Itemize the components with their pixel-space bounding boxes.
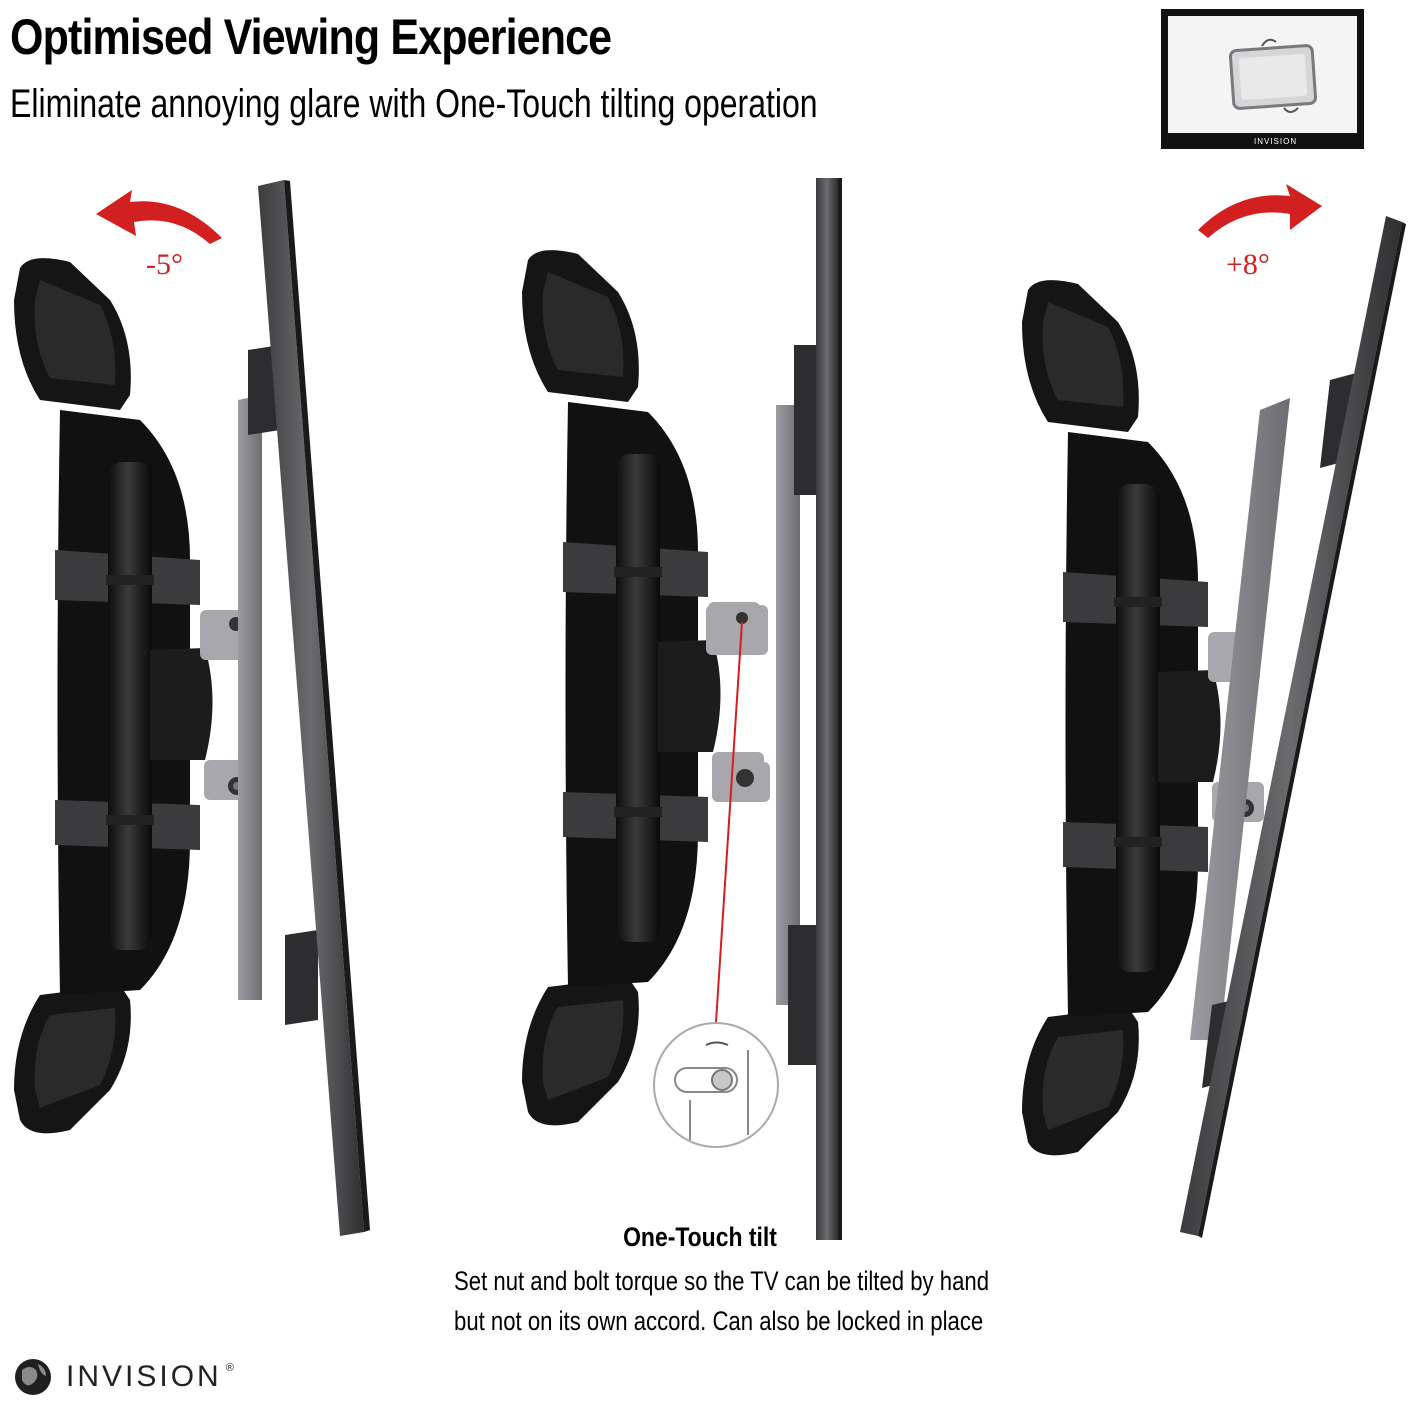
globe-icon — [15, 1359, 51, 1395]
brand-logo: INVISION ® — [12, 1354, 234, 1400]
tv-thumbnail — [1161, 9, 1364, 149]
tilt-left-illustration — [14, 180, 370, 1236]
caption-title: One-Touch tilt — [623, 1222, 777, 1252]
caption-line-1: Set nut and bolt torque so the TV can be… — [454, 1266, 990, 1296]
tilt-right-illustration — [1022, 184, 1406, 1238]
page-subtitle: Eliminate annoying glare with One-Touch … — [10, 82, 818, 126]
tilt-rotate-icon — [1228, 38, 1318, 113]
registered-mark: ® — [225, 1362, 234, 1374]
one-touch-caption: One-Touch tilt Set nut and bolt torque s… — [400, 1222, 1000, 1341]
curved-arrow-icon — [1198, 184, 1322, 238]
tilt-angle-right-label: +8° — [1226, 248, 1270, 281]
tilt-center-illustration — [522, 178, 842, 1240]
page-title: Optimised Viewing Experience — [10, 9, 612, 65]
bolt-detail-magnifier — [653, 1022, 779, 1148]
tilt-angle-left-label: -5° — [146, 248, 183, 281]
thumbnail-brand-label: INVISION — [1254, 137, 1298, 146]
curved-arrow-icon — [96, 190, 222, 244]
brand-globe-spacer — [12, 1354, 58, 1400]
caption-line-2: but not on its own accord. Can also be l… — [454, 1306, 984, 1336]
brand-name: INVISION — [66, 1360, 222, 1393]
